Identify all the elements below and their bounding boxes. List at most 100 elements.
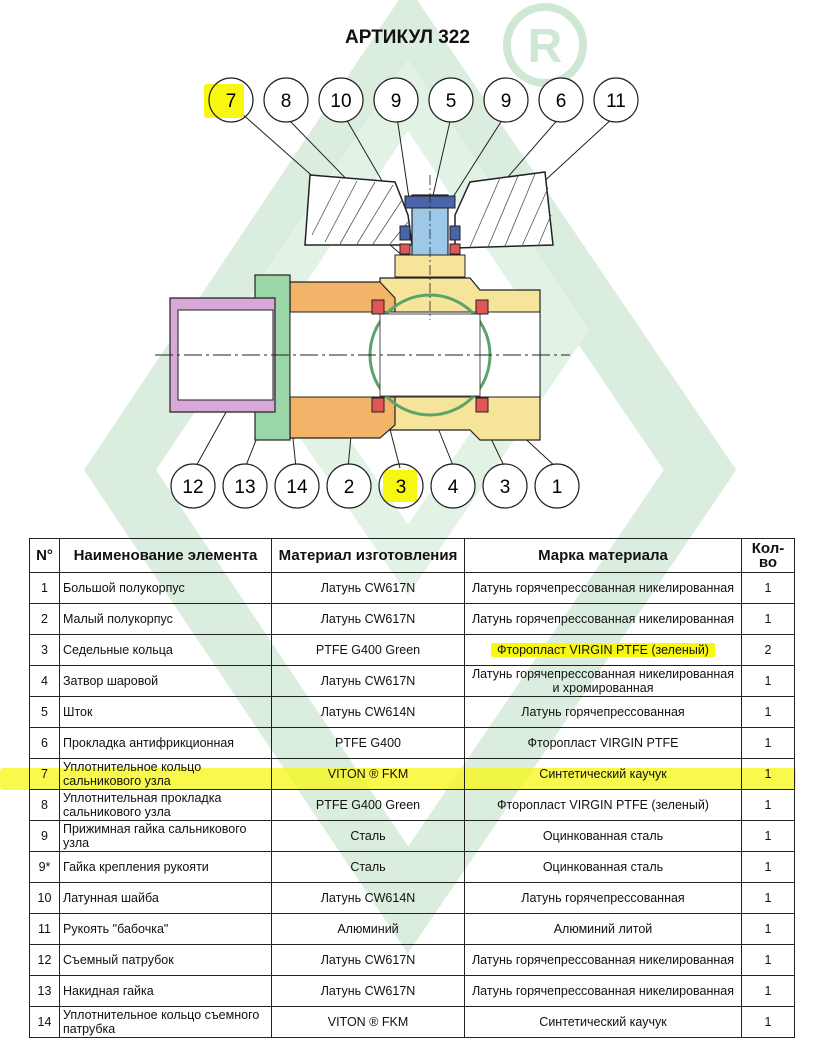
table-header-row: N° Наименование элемента Материал изгото… [29,538,795,573]
callout-bottom: 13 [234,477,255,498]
cell-num: 13 [29,975,60,1007]
cell-name-text: Накидная гайка [63,984,154,998]
cell-name: Седельные кольца [59,634,272,666]
cell-material-text: PTFE G400 [335,736,401,750]
cell-qty: 1 [741,696,795,728]
callout-top: 8 [281,91,292,112]
cell-qty-text: 1 [764,674,772,688]
cell-num: 8 [29,789,60,821]
cell-material-text: Латунь CW614N [320,891,416,905]
cell-name: Большой полукорпус [59,572,272,604]
cell-qty-text: 1 [764,705,772,719]
cell-qty-text: 1 [764,891,772,905]
registered-mark-icon: R [503,3,587,87]
cell-grade-text: Латунь горячепрессованная никелированная [471,953,735,967]
cell-name-text: Прокладка антифрикционная [63,736,235,750]
cell-material-text: Алюминий [337,922,399,936]
callouts-top: 7 8 10 9 5 9 6 11 [204,77,639,123]
cell-qty-text: 1 [764,829,772,843]
cell-grade-text: Латунь горячепрессованная [521,891,685,905]
callout-top: 9 [501,91,512,112]
cell-name-text: Гайка крепления рукояти [63,860,209,874]
cell-material-text: Латунь CW617N [320,612,416,626]
cell-name: Латунная шайба [59,882,272,914]
callout-bottom: 1 [552,477,563,498]
cell-qty: 1 [741,882,795,914]
cell-grade-text: Латунь горячепрессованная никелированная [471,581,735,595]
cell-material: PTFE G400 Green [271,789,465,821]
cell-qty-text: 1 [764,984,772,998]
cell-qty: 1 [741,789,795,821]
cell-name-text: Рукоять "бабочка" [63,922,169,936]
cell-qty-text: 1 [764,922,772,936]
cell-num-text: 5 [41,705,48,719]
cell-material: Латунь CW617N [271,665,465,697]
cell-name: Накидная гайка [59,975,272,1007]
cell-qty: 2 [741,634,795,666]
cell-material: PTFE G400 [271,727,465,759]
cell-name: Рукоять "бабочка" [59,913,272,945]
cell-grade: Латунь горячепрессованная [464,882,742,914]
callouts-bottom: 12 13 14 2 3 4 3 1 [170,463,580,509]
cell-name: Прижимная гайка сальникового узла [59,820,272,852]
cell-name-text: Затвор шаровой [63,674,159,688]
cell-name: Прокладка антифрикционная [59,727,272,759]
cell-name-text: Съемный патрубок [63,953,174,967]
cell-qty: 1 [741,851,795,883]
cell-qty-text: 1 [764,612,772,626]
cell-qty-text: 1 [764,1015,772,1029]
cell-grade-text: Латунь горячепрессованная никелированная… [471,667,735,695]
cell-name-text: Малый полукорпус [63,612,173,626]
cell-num: 11 [29,913,60,945]
callout-bottom: 2 [344,477,355,498]
cell-num: 2 [29,603,60,635]
callout-bottom: 14 [286,477,308,498]
cell-grade-text: Латунь горячепрессованная никелированная [471,984,735,998]
cell-qty: 1 [741,727,795,759]
cell-material-text: PTFE G400 Green [315,798,421,812]
cell-num: 7 [29,758,60,790]
cell-material-text: Латунь CW617N [320,581,416,595]
cell-material: Сталь [271,820,465,852]
cell-num: 9* [29,851,60,883]
callout-bottom: 3 [500,477,511,498]
cell-qty: 1 [741,758,795,790]
cell-material-text: Латунь CW617N [320,674,416,688]
cell-material: VITON ® FKM [271,758,465,790]
cell-grade: Латунь горячепрессованная никелированная… [464,665,742,697]
cell-material-text: Латунь CW617N [320,984,416,998]
cell-grade-text: Синтетический каучук [539,767,667,781]
col-header-qty: Кол-во [741,538,795,573]
table-row: 13 Накидная гайка Латунь CW617N Латунь горя… [29,975,795,1007]
cell-name: Затвор шаровой [59,665,272,697]
cell-num: 1 [29,572,60,604]
cell-num-text: 2 [41,612,48,626]
page-title: АРТИКУЛ 322 [345,27,470,48]
col-header-name: Наименование элемента [59,538,272,573]
table-row: 10 Латунная шайба Латунь CW614N Латунь горя… [29,882,795,914]
callout-bottom: 3 [396,477,407,498]
cell-material-text: Сталь [350,860,386,874]
cell-qty: 1 [741,913,795,945]
cell-name: Уплотнительное кольцо съемного патрубка [59,1006,272,1038]
cell-qty-text: 1 [764,767,772,781]
cell-name-text: Уплотнительное кольцо съемного патрубка [63,1008,260,1036]
cell-num: 4 [29,665,60,697]
callout-bottom: 12 [182,477,203,498]
cell-name-text: Латунная шайба [63,891,159,905]
cell-num-text: 6 [41,736,48,750]
cell-material-text: VITON ® FKM [327,767,409,781]
cell-num-text: 10 [37,891,52,905]
callout-top: 11 [606,91,626,112]
cell-num-text: 13 [37,984,52,998]
cell-name-text: Уплотнительная прокладка сальникового уз… [63,791,222,819]
cell-num-text: 9* [38,860,51,874]
cell-qty: 1 [741,603,795,635]
cell-qty-text: 1 [764,798,772,812]
valve-section-drawing: 7 8 10 9 5 9 6 11 12 13 14 2 3 4 3 1 [155,77,639,509]
